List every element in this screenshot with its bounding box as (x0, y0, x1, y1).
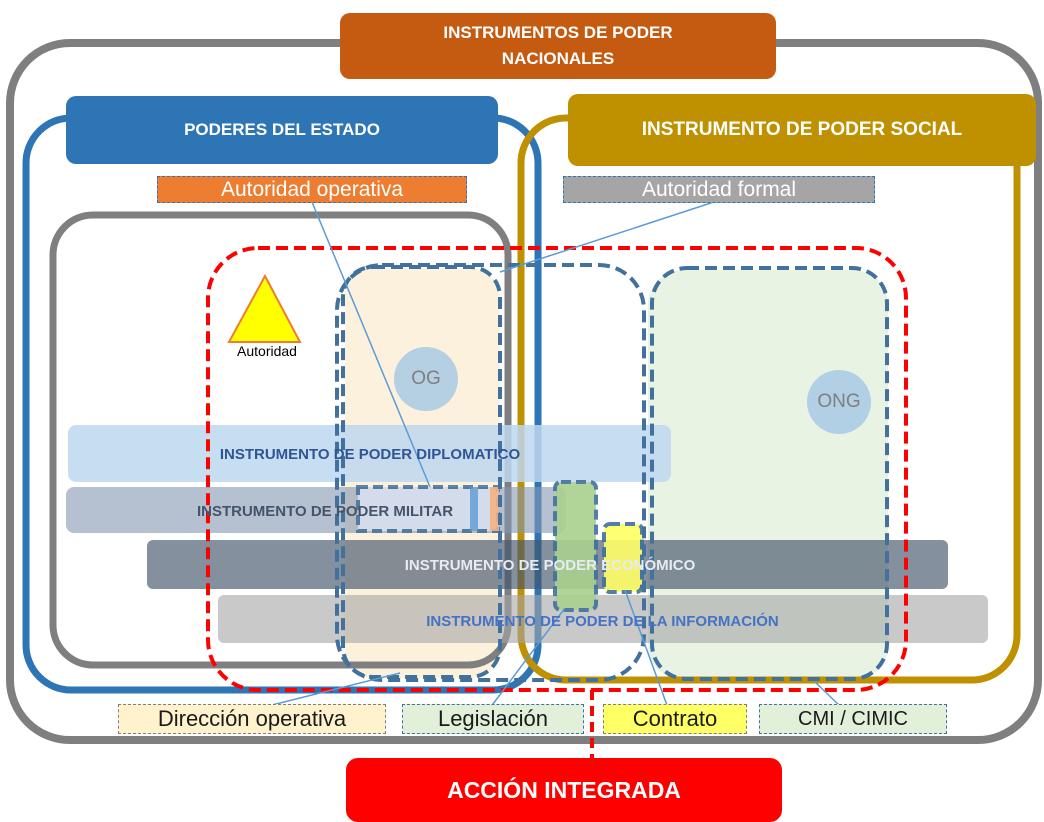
og-extended-dashed-frame (335, 263, 646, 682)
operational-authority-line (311, 201, 431, 488)
contract-tag: Contrato (603, 704, 747, 734)
og-circle (394, 347, 458, 411)
diplomatic-instrument-text: INSTRUMENTO DE PODER DIPLOMATICO (219, 445, 521, 463)
authority-triangle-text: Autoridad (237, 343, 297, 359)
ong-text: ONG (817, 391, 861, 412)
cmi-cimic-tag: CMI / CIMIC (759, 704, 947, 734)
bar-diplomatic (68, 425, 671, 482)
state-powers-title: PODERES DEL ESTADO (184, 120, 380, 139)
operational-authority-text: Autoridad operativa (220, 177, 404, 201)
operational-direction-text: Dirección operativa (157, 706, 347, 731)
direction-line (259, 672, 401, 709)
operational-direction-tag: Dirección operativa (118, 704, 386, 734)
ong-label: ONG (807, 386, 871, 418)
military-orange-mark (490, 487, 499, 531)
legislation-text: Legislación (437, 706, 549, 731)
information-instrument-label: INSTRUMENTO DE PODER DE LA INFORMACIÓN (370, 607, 835, 635)
national-instruments-header: INSTRUMENTOS DE PODER NACIONALES (340, 13, 776, 79)
legislation-tag: Legislación (402, 704, 584, 734)
formal-authority-label: Autoridad formal (563, 176, 875, 203)
economic-instrument-label: INSTRUMENTO DE PODER ECONÓMICO (335, 551, 765, 579)
diplomatic-instrument-label: INSTRUMENTO DE PODER DIPLOMATICO (150, 440, 590, 468)
social-power-title: INSTRUMENTO DE PODER SOCIAL (641, 119, 963, 140)
integrated-action-header: ACCIÓN INTEGRADA (346, 758, 782, 822)
integrated-action-frame (206, 246, 908, 692)
contract-line (624, 589, 669, 709)
operational-authority-label: Autoridad operativa (157, 176, 467, 203)
cimic-line (814, 681, 841, 707)
bar-economic (147, 540, 948, 589)
military-blue-mark (470, 487, 478, 531)
information-instrument-text: INSTRUMENTO DE PODER DE LA INFORMACIÓN (426, 612, 779, 630)
ong-circle (807, 370, 871, 434)
social-power-header: INSTRUMENTO DE PODER SOCIAL (568, 94, 1036, 166)
og-label: OG (394, 363, 458, 395)
economic-instrument-text: INSTRUMENTO DE PODER ECONÓMICO (404, 556, 696, 574)
formal-authority-line (499, 199, 721, 273)
og-text: OG (411, 368, 441, 389)
military-instrument-text: INSTRUMENTO DE PODER MILITAR (196, 502, 454, 520)
cmi-cimic-text: CMI / CIMIC (798, 707, 908, 730)
legislation-box (553, 480, 598, 612)
authority-triangle-label: Autoridad (222, 342, 312, 360)
bar-information (218, 595, 988, 643)
contract-box (602, 522, 644, 594)
integrated-action-title: ACCIÓN INTEGRADA (447, 776, 681, 803)
authority-triangle-icon (227, 273, 302, 343)
ong-dashed-frame (650, 266, 889, 681)
contract-text: Contrato (632, 706, 718, 731)
legislation-line (489, 607, 566, 709)
national-header-line1: INSTRUMENTOS DE PODER (443, 23, 673, 42)
formal-authority-text: Autoridad formal (641, 177, 797, 201)
state-powers-header: PODERES DEL ESTADO (66, 96, 498, 164)
military-instrument-label: INSTRUMENTO DE PODER MILITAR (140, 497, 510, 525)
national-header-line2: NACIONALES (501, 49, 615, 68)
